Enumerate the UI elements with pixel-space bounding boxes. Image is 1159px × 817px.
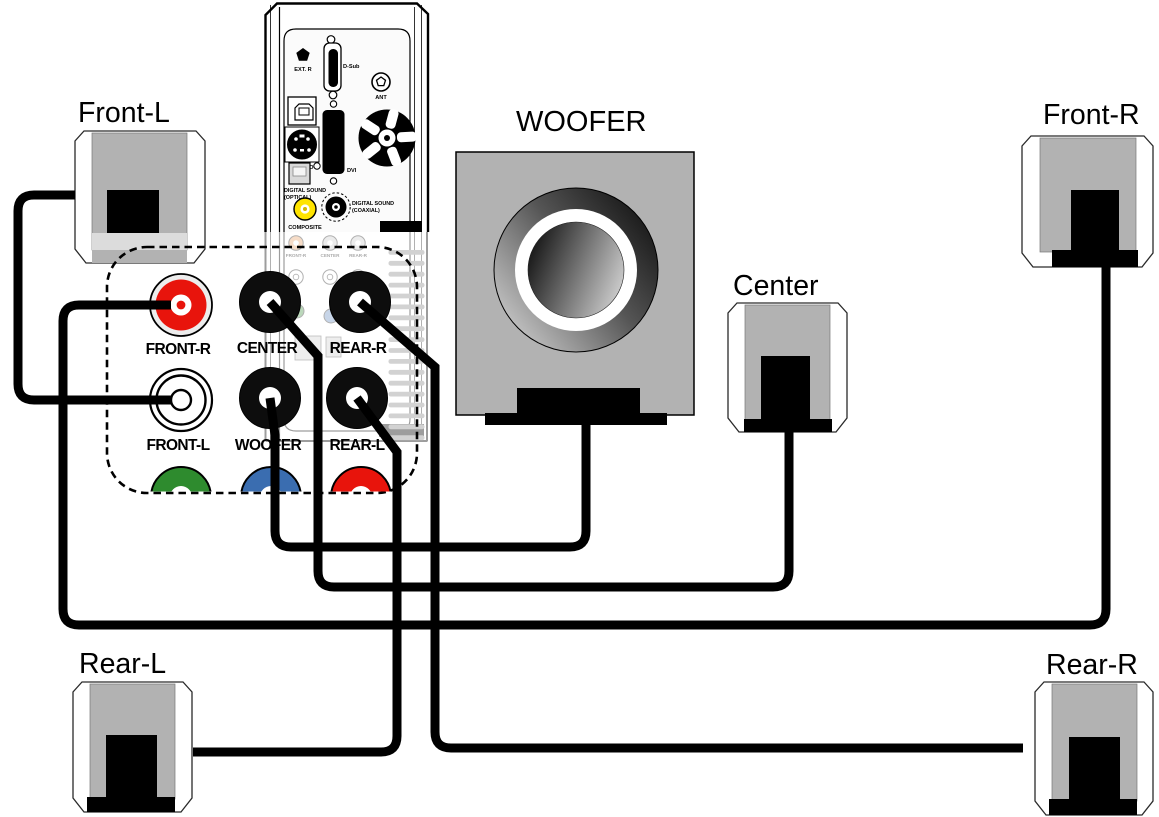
dvi-label: DVI bbox=[347, 168, 357, 174]
s-video-connector bbox=[284, 126, 320, 163]
composite-label: COMPOSITE bbox=[288, 225, 322, 231]
dvi-connector bbox=[322, 100, 345, 185]
jack-label-front-l: FRONT-L bbox=[147, 437, 210, 454]
ghost-port-small bbox=[325, 336, 342, 358]
red-jack bbox=[330, 466, 392, 492]
speaker-driver bbox=[761, 356, 810, 422]
woofer-cone bbox=[527, 221, 625, 319]
cable-front-l bbox=[13, 190, 171, 405]
speaker-driver bbox=[1069, 737, 1120, 801]
d-sub-label: D-Sub bbox=[343, 64, 360, 70]
speaker-driver bbox=[106, 735, 157, 799]
optical-label-line2: (OPTICAL) bbox=[284, 195, 311, 201]
ant-connector bbox=[371, 72, 391, 92]
jack-front-r bbox=[149, 273, 213, 337]
label-front-l: Front-L bbox=[78, 97, 170, 129]
jack-label-front-r: FRONT-R bbox=[146, 341, 211, 358]
ghost-handle-bar bbox=[379, 424, 424, 437]
speaker-cables bbox=[13, 190, 1111, 757]
jack-label-rear-r: REAR-R bbox=[330, 340, 387, 357]
jack-label-rear-l: REAR-L bbox=[330, 437, 385, 454]
speaker-front-r bbox=[1021, 135, 1154, 268]
coaxial-label-line2: (COAXIAL) bbox=[352, 208, 380, 214]
cable-front-r bbox=[58, 266, 1111, 630]
cable-rear-r bbox=[357, 298, 1023, 753]
ghost-label-front-r: FRONT-R bbox=[286, 253, 307, 258]
speaker-rear-l bbox=[72, 681, 193, 813]
speaker-center bbox=[727, 302, 848, 433]
label-front-r: Front-R bbox=[1043, 99, 1140, 131]
cable-rear-l bbox=[193, 395, 402, 757]
ghost-label-center: CENTER bbox=[321, 253, 341, 258]
speaker-front-l bbox=[74, 130, 206, 264]
jack-label-center: CENTER bbox=[237, 340, 298, 357]
d-sub-connector bbox=[323, 35, 342, 100]
label-woofer: WOOFER bbox=[516, 106, 647, 138]
speaker-driver bbox=[107, 190, 159, 233]
coaxial-jack bbox=[321, 192, 351, 222]
device-rear-panel: EXT. R D-Sub ANT USB(PC) bbox=[264, 2, 430, 232]
woofer-port bbox=[517, 388, 640, 415]
optical-label-line1: DIGITAL SOUND bbox=[284, 188, 326, 194]
composite-jack bbox=[293, 197, 317, 221]
label-rear-l: Rear-L bbox=[79, 648, 166, 680]
ext-r-port-icon bbox=[296, 48, 310, 61]
cooling-fan bbox=[358, 109, 417, 167]
cable-center bbox=[266, 299, 794, 592]
ext-r-label: EXT. R bbox=[294, 67, 311, 73]
speaker-rear-r bbox=[1034, 681, 1154, 816]
label-center: Center bbox=[733, 270, 819, 302]
label-rear-r: Rear-R bbox=[1046, 649, 1138, 681]
ghost-label-rear-r: REAR-R bbox=[349, 253, 368, 258]
device-handle-bar bbox=[380, 221, 422, 232]
woofer-base bbox=[485, 413, 667, 425]
ant-label: ANT bbox=[375, 95, 387, 101]
coaxial-label-line1: DIGITAL SOUND bbox=[352, 201, 394, 207]
speaker-driver bbox=[1071, 190, 1119, 252]
jack-label-woofer: WOOFER bbox=[235, 437, 302, 454]
speaker-woofer bbox=[455, 151, 695, 425]
usb-connector bbox=[287, 96, 317, 126]
green-jack bbox=[150, 466, 212, 492]
inset-dashed-border bbox=[105, 245, 419, 495]
optical-connector bbox=[288, 162, 321, 185]
jack-inset-callout: FRONT-R CENTER REAR-R FRONT-L WOOFER bbox=[105, 245, 419, 495]
cable-woofer bbox=[265, 397, 591, 552]
